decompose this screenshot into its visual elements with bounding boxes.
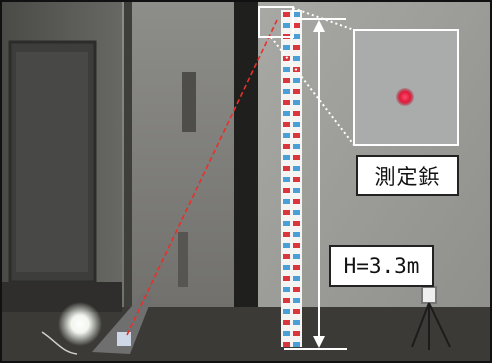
staff-stripe <box>293 265 300 270</box>
staff-stripe <box>283 78 290 83</box>
staff-stripe <box>283 342 290 347</box>
staff-stripe <box>283 188 290 193</box>
staff-stripe <box>293 320 300 325</box>
leveling-staff <box>281 10 302 347</box>
staff-stripe <box>293 188 300 193</box>
staff-stripe <box>293 34 300 39</box>
staff-stripe <box>283 166 290 171</box>
staff-stripe <box>283 67 290 72</box>
staff-stripe <box>293 199 300 204</box>
staff-stripe <box>293 287 300 292</box>
staff-stripe <box>293 23 300 28</box>
staff-stripe <box>293 12 300 17</box>
staff-stripe <box>283 221 290 226</box>
staff-stripe <box>283 320 290 325</box>
staff-stripe <box>293 254 300 259</box>
staff-stripe <box>293 100 300 105</box>
staff-stripe <box>283 199 290 204</box>
staff-stripe <box>283 298 290 303</box>
staff-stripe <box>283 100 290 105</box>
callout-line-top <box>292 7 355 31</box>
staff-stripe <box>293 221 300 226</box>
staff-stripe <box>293 232 300 237</box>
staff-stripe <box>283 287 290 292</box>
staff-stripe <box>293 298 300 303</box>
marker-dot <box>396 88 414 106</box>
staff-stripe <box>293 210 300 215</box>
staff-stripe <box>283 122 290 127</box>
staff-stripe <box>283 155 290 160</box>
staff-stripe <box>293 155 300 160</box>
staff-stripe <box>283 45 290 50</box>
staff-stripe <box>283 23 290 28</box>
staff-stripe <box>293 133 300 138</box>
staff-stripe <box>283 331 290 336</box>
staff-stripe <box>283 210 290 215</box>
staff-stripe <box>293 122 300 127</box>
staff-stripe <box>283 144 290 149</box>
staff-stripe <box>283 254 290 259</box>
staff-stripe <box>293 78 300 83</box>
dark-gap <box>234 2 258 347</box>
staff-stripe <box>293 89 300 94</box>
height-dimension <box>284 18 347 350</box>
tripod <box>411 286 451 350</box>
staff-stripe <box>293 342 300 347</box>
staff-stripe <box>283 133 290 138</box>
staff-stripe <box>283 12 290 17</box>
laser-line <box>126 17 279 336</box>
staff-stripe <box>293 331 300 336</box>
staff-stripe <box>293 144 300 149</box>
staff-stripe <box>283 89 290 94</box>
measurement-pin-label: 測定鋲 <box>356 155 459 196</box>
staff-stripe <box>293 276 300 281</box>
staff-stripe <box>283 111 290 116</box>
staff-stripe <box>293 243 300 248</box>
target-box <box>258 6 294 38</box>
staff-stripe <box>283 243 290 248</box>
staff-stripe <box>283 232 290 237</box>
staff-stripe <box>293 309 300 314</box>
staff-stripe <box>293 166 300 171</box>
staff-stripe <box>293 56 300 61</box>
staff-body <box>281 10 302 347</box>
laser-device <box>92 292 152 354</box>
work-light <box>58 302 102 346</box>
staff-stripe <box>293 111 300 116</box>
staff-stripe <box>283 309 290 314</box>
zoom-inset <box>353 29 459 146</box>
staff-stripe <box>283 177 290 182</box>
middle-wall <box>122 2 240 342</box>
staff-stripe <box>283 276 290 281</box>
height-label: H=3.3m <box>329 245 434 287</box>
staff-stripe <box>293 45 300 50</box>
staff-stripe <box>283 265 290 270</box>
staff-stripe <box>293 177 300 182</box>
